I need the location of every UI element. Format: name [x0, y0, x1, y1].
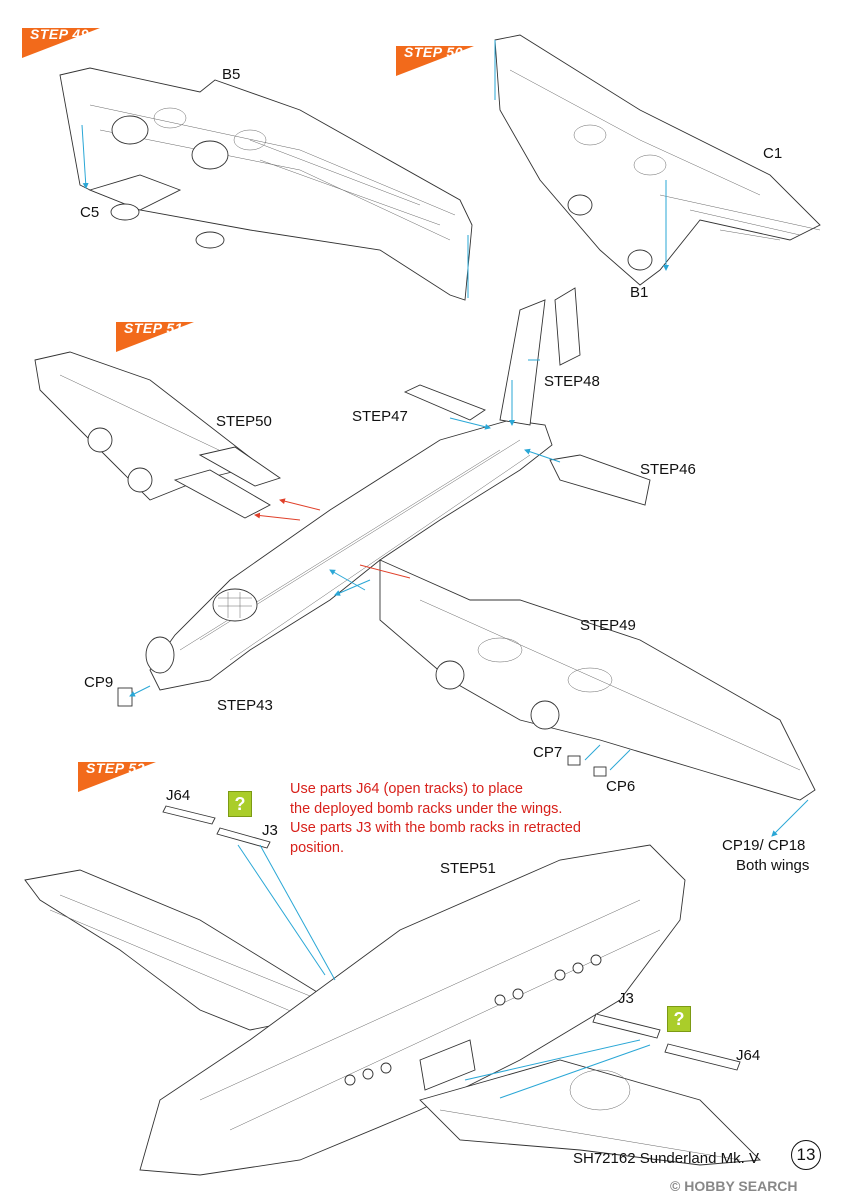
step52-label: STEP 52 — [86, 760, 146, 776]
step-ref-48: STEP48 — [544, 373, 600, 390]
step50-label: STEP 50 — [404, 44, 464, 60]
note-line: Use parts J3 with the bomb racks in retr… — [290, 820, 581, 836]
step-ref-43: STEP43 — [217, 697, 273, 714]
part-label-c5: C5 — [80, 204, 100, 221]
note-line: position. — [290, 839, 345, 856]
step-ref-50: STEP50 — [216, 413, 272, 430]
step-ref-49: STEP49 — [580, 617, 636, 634]
part-label-cp6: CP6 — [606, 778, 636, 795]
bomb-rack-note: Use parts J64 (open tracks) to place the… — [290, 780, 650, 858]
step-ref-51: STEP51 — [440, 860, 496, 877]
step-ref-47: STEP47 — [352, 408, 408, 425]
part-label-j3-bottom: J3 — [618, 990, 634, 1007]
part-label-cp19-cp18: CP19/ CP18 — [722, 837, 806, 854]
part-label-c1: C1 — [763, 145, 783, 162]
part-label-j64-top: J64 — [166, 787, 191, 804]
step49-wing-drawing — [59, 67, 473, 301]
part-label-j3-top: J3 — [262, 822, 278, 839]
question-icon-bottom: ? — [667, 1006, 691, 1032]
note-line: the deployed bomb racks under the wings. — [290, 800, 563, 817]
both-wings-label: Both wings — [736, 857, 810, 874]
question-icon-top: ? — [228, 791, 252, 817]
part-label-j64-bottom: J64 — [736, 1047, 761, 1064]
part-label-cp9: CP9 — [84, 674, 114, 691]
step50-wing-drawing — [494, 34, 821, 286]
part-label-b1: B1 — [630, 284, 649, 301]
watermark: © HOBBY SEARCH — [670, 1178, 798, 1194]
part-label-b5: B5 — [222, 66, 241, 83]
step49-label: STEP 49 — [30, 26, 90, 42]
page-number: 13 — [791, 1140, 821, 1170]
step52-tag: STEP 52 — [78, 760, 158, 792]
watermark-text: HOBBY SEARCH — [684, 1178, 798, 1194]
footer-title: SH72162 Sunderland Mk. V — [573, 1150, 759, 1167]
step49-tag: STEP 49 — [22, 26, 102, 58]
step50-tag: STEP 50 — [396, 44, 476, 76]
part-label-cp7: CP7 — [533, 744, 563, 761]
step-ref-46: STEP46 — [640, 461, 696, 478]
step52-closeup-drawing — [24, 805, 762, 1176]
step51-label: STEP 51 — [124, 320, 184, 336]
note-line: Use parts J64 (open tracks) to place — [290, 781, 523, 797]
step51-aircraft-drawing — [34, 287, 816, 801]
step51-tag: STEP 51 — [116, 320, 196, 352]
